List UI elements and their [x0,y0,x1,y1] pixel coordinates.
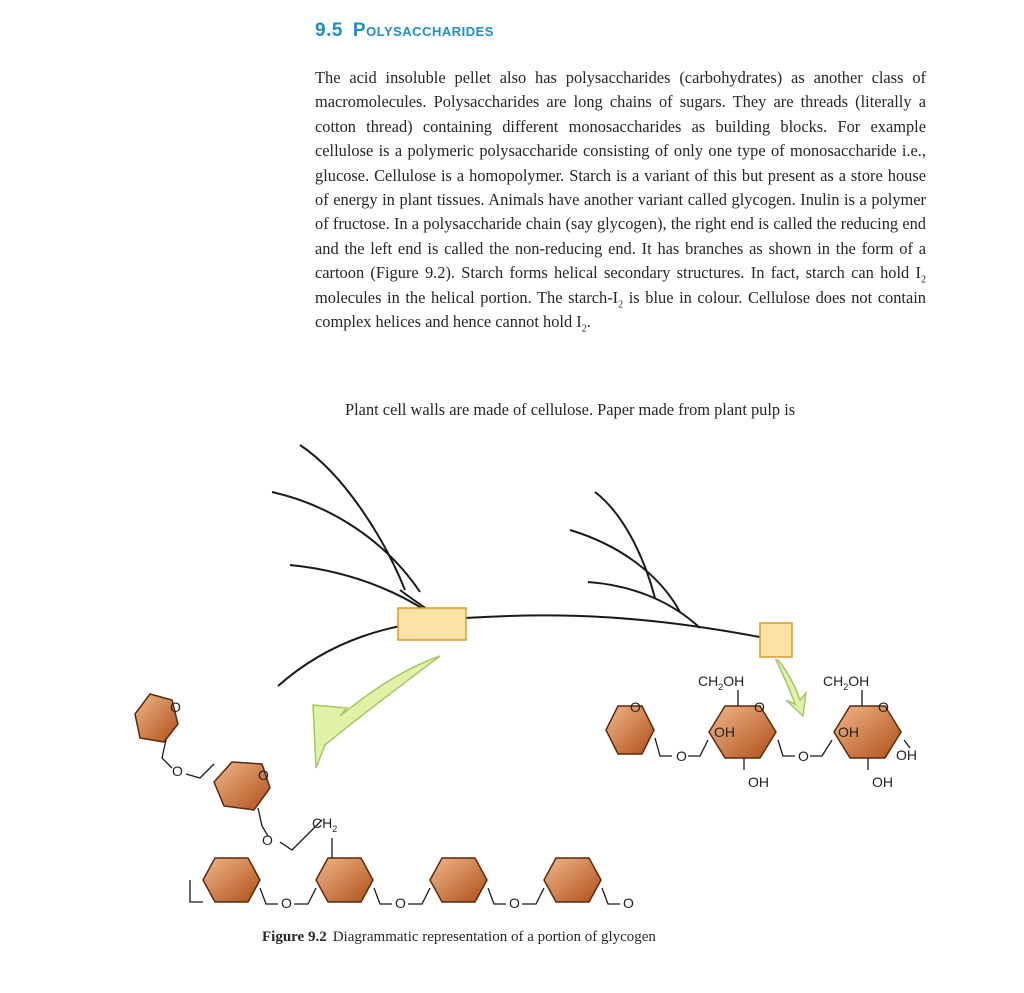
branch-line [299,444,406,591]
glucose-ring-branch-mid [213,761,271,811]
label-o: O [754,699,765,715]
figure-caption-text: Diagrammatic representation of a portion… [332,929,656,945]
label-o: O [262,832,273,848]
label-o: O [395,895,406,911]
section-number: 9.5 [315,20,343,41]
glucose-ring-end-2 [708,705,777,759]
section-title: Polysaccharides [352,20,494,41]
paragraph1-text-c: is blue in colour. Cellulose does not co… [315,287,926,332]
label-o: O [170,699,181,715]
glucose-ring-chain-3 [429,857,488,903]
branch-line [289,564,426,611]
paragraph2-text: Plant cell walls are made of cellulose. … [345,400,796,419]
label-o: O [878,699,889,715]
glycosidic-bonds [161,690,911,905]
subscript-2: 2 [618,298,624,310]
paragraph1-text-a: The acid insoluble pellet also has polys… [315,68,926,283]
subscript-2: 2 [581,323,587,335]
label-oh: OH [872,774,893,790]
label-o: O [258,767,269,783]
branch-line [569,529,681,613]
zoom-box-end [759,622,793,658]
label-ch2oh: CH2OH [823,673,869,692]
label-oh: OH [838,724,859,740]
label-oh: OH [714,724,735,740]
glucose-ring-branch-top [134,693,179,743]
label-o: O [281,895,292,911]
figure-label: Figure 9.2 [262,929,327,945]
label-o: O [676,748,687,764]
glucose-ring-chain-2 [315,857,374,903]
label-ch2: CH2 [312,815,337,834]
paragraph-cell-walls: Plant cell walls are made of cellulose. … [315,398,926,422]
branch-line [271,491,421,593]
paragraph-polysaccharides: The acid insoluble pellet also has polys… [315,66,926,334]
section-heading: 9.5 Polysaccharides [315,20,494,42]
label-ch2oh: CH2OH [698,673,744,692]
paragraph1-text-b: molecules in the helical portion. The st… [315,287,619,307]
glucose-ring-end-1 [605,705,655,755]
branch-line [587,581,701,629]
zoom-box-branch [397,607,467,641]
label-oh: OH [748,774,769,790]
glycogen-cartoon [271,444,776,687]
label-o: O [798,748,809,764]
arrow-zoom-end-icon [774,659,808,718]
branch-line [594,491,656,599]
label-oh: OH [896,747,917,763]
subscript-2: 2 [921,274,926,286]
glucose-ring-end-3 [833,705,902,759]
main-chain [277,614,776,687]
label-o: O [623,895,634,911]
glucose-ring-chain-4 [543,857,602,903]
paragraph1-text-d: . [586,312,591,332]
arrow-zoom-branch-icon [312,655,441,769]
label-o: O [172,763,183,779]
label-o: O [509,895,520,911]
figure-caption: Figure 9.2 Diagrammatic representation of… [262,929,656,946]
label-o: O [630,699,641,715]
glucose-ring-chain-1 [202,857,261,903]
